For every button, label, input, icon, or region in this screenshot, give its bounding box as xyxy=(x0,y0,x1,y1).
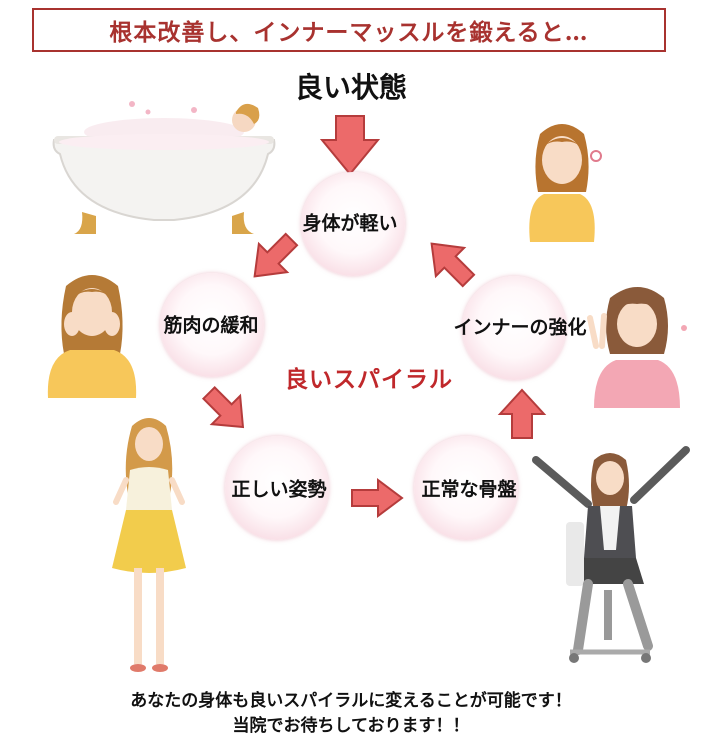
subtitle: 良い状態 xyxy=(294,71,407,104)
node-circle-pelvis xyxy=(414,436,518,540)
arrow-to-posture xyxy=(201,385,245,429)
arrow-to-muscle xyxy=(253,232,299,278)
woman-stretching-face-illustration xyxy=(47,275,137,398)
woman-peace-sign-illustration xyxy=(587,287,687,408)
footer-line-1: あなたの身体も良いスパイラルに変えることが可能です！ xyxy=(130,691,572,711)
node-circle-inner xyxy=(462,276,566,380)
woman-hair-ribbon-illustration xyxy=(529,124,602,242)
node-label-pelvis: 正常な骨盤 xyxy=(421,478,517,501)
spiral-center-label: 良いスパイラル xyxy=(285,366,453,393)
arrow-to-pelvis xyxy=(351,478,404,518)
arrow-down-top xyxy=(319,115,381,176)
node-circle-posture xyxy=(225,436,329,540)
arrow-to-inner xyxy=(497,388,547,439)
footer-line-2: 当院でお待ちしております！！ xyxy=(232,716,470,736)
node-circle-light-body xyxy=(301,172,405,276)
node-circle-muscle xyxy=(160,273,264,377)
node-label-light-body: 身体が軽い xyxy=(302,212,398,235)
woman-office-chair-stretch-illustration xyxy=(532,446,690,663)
arrow-to-light xyxy=(430,242,476,288)
woman-yellow-skirt-illustration xyxy=(112,418,186,672)
node-label-inner: インナーの強化 xyxy=(453,316,587,339)
node-label-muscle: 筋肉の緩和 xyxy=(163,314,259,337)
header-banner: 根本改善し、インナーマッスルを鍛えると… xyxy=(32,8,666,52)
header-title: 根本改善し、インナーマッスルを鍛えると… xyxy=(109,19,589,46)
bathtub-woman-illustration xyxy=(52,101,276,234)
node-label-posture: 正しい姿勢 xyxy=(231,478,327,501)
